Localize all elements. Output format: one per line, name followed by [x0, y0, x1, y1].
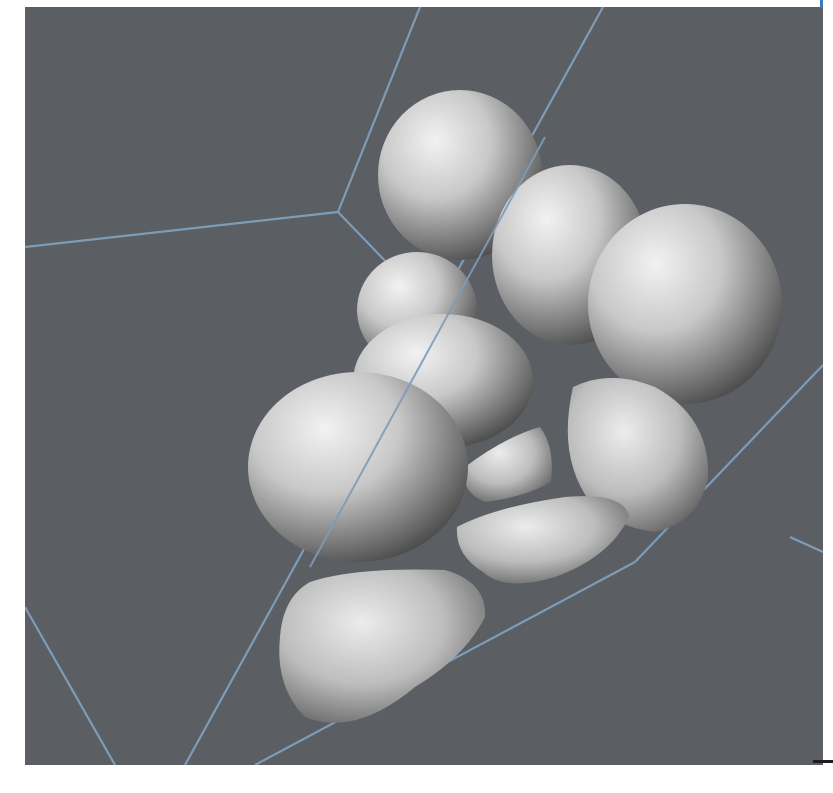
- mesh-edges-front: [309, 136, 546, 568]
- mesh-edge: [789, 535, 823, 554]
- 3d-viewport[interactable]: [25, 7, 823, 765]
- mesh-edge: [25, 606, 116, 765]
- link-marker: [820, 0, 823, 8]
- mesh-edge: [336, 7, 422, 213]
- blob-particle: [464, 427, 552, 502]
- blob-particle: [279, 569, 486, 723]
- viewport-border-right: [823, 7, 833, 765]
- sphere-particle: [248, 372, 468, 562]
- sphere-particle: [588, 204, 782, 404]
- particle-cluster: [248, 90, 782, 723]
- corner-mark: [813, 760, 833, 763]
- mesh-edge: [634, 364, 823, 563]
- mesh-edge: [25, 210, 339, 249]
- mesh-edge: [309, 136, 546, 568]
- blob-particle: [456, 496, 629, 584]
- blob-particle: [567, 378, 709, 532]
- scene-canvas: [25, 7, 823, 765]
- viewport-border-bottom: [25, 765, 833, 793]
